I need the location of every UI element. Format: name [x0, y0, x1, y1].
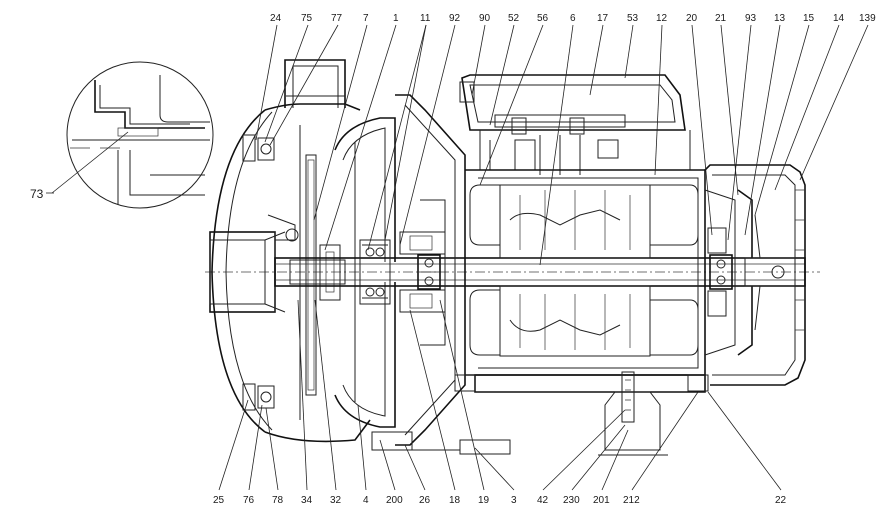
label-15: 15 [803, 13, 815, 24]
label-14: 14 [833, 13, 845, 24]
label-22: 22 [775, 495, 787, 506]
motor-adapter-flange [371, 94, 511, 455]
label-73: 73 [30, 187, 44, 201]
label-21: 21 [715, 13, 727, 24]
casing-bolts [242, 134, 299, 411]
label-90: 90 [479, 13, 491, 24]
label-24: 24 [270, 13, 282, 24]
label-56: 56 [537, 13, 549, 24]
motor-feet [598, 371, 668, 456]
label-3: 3 [511, 495, 517, 506]
mechanical-seal [359, 239, 391, 305]
label-53: 53 [627, 13, 639, 24]
label-75: 75 [301, 13, 313, 24]
label-17: 17 [597, 13, 609, 24]
label-25: 25 [213, 495, 225, 506]
label-4: 4 [363, 495, 369, 506]
label-201: 201 [593, 495, 610, 506]
pump-casing [211, 59, 371, 443]
label-200: 200 [386, 495, 403, 506]
label-34: 34 [301, 495, 313, 506]
impeller [319, 117, 396, 428]
label-42: 42 [537, 495, 549, 506]
label-6: 6 [570, 13, 576, 24]
label-20: 20 [686, 13, 698, 24]
label-77: 77 [331, 13, 343, 24]
seal-detail-view [51, 61, 214, 209]
label-230: 230 [563, 495, 580, 506]
rear-bearing [704, 189, 736, 356]
label-1: 1 [393, 13, 399, 24]
label-19: 19 [478, 495, 490, 506]
front-bearing [417, 254, 441, 290]
stator-winding [469, 184, 699, 357]
terminal-box [459, 74, 691, 175]
leader-lines [218, 24, 869, 491]
label-93: 93 [745, 13, 757, 24]
label-78: 78 [272, 495, 284, 506]
label-26: 26 [419, 495, 431, 506]
label-76: 76 [243, 495, 255, 506]
part-labels-bottom: 25 76 78 34 32 4 200 26 18 19 3 42 230 2… [213, 495, 787, 506]
cooling-fan [737, 189, 796, 356]
label-52: 52 [508, 13, 520, 24]
label-212: 212 [623, 495, 640, 506]
label-32: 32 [330, 495, 342, 506]
label-18: 18 [449, 495, 461, 506]
fan-cover [704, 164, 806, 386]
label-12: 12 [656, 13, 668, 24]
label-11: 11 [420, 13, 431, 24]
label-13: 13 [774, 13, 786, 24]
label-92: 92 [449, 13, 461, 24]
part-labels-top: 24 75 77 7 1 11 92 90 52 56 6 17 53 12 2… [270, 13, 876, 24]
label-139: 139 [859, 13, 876, 24]
label-7: 7 [363, 13, 369, 24]
motor-housing [454, 169, 709, 393]
